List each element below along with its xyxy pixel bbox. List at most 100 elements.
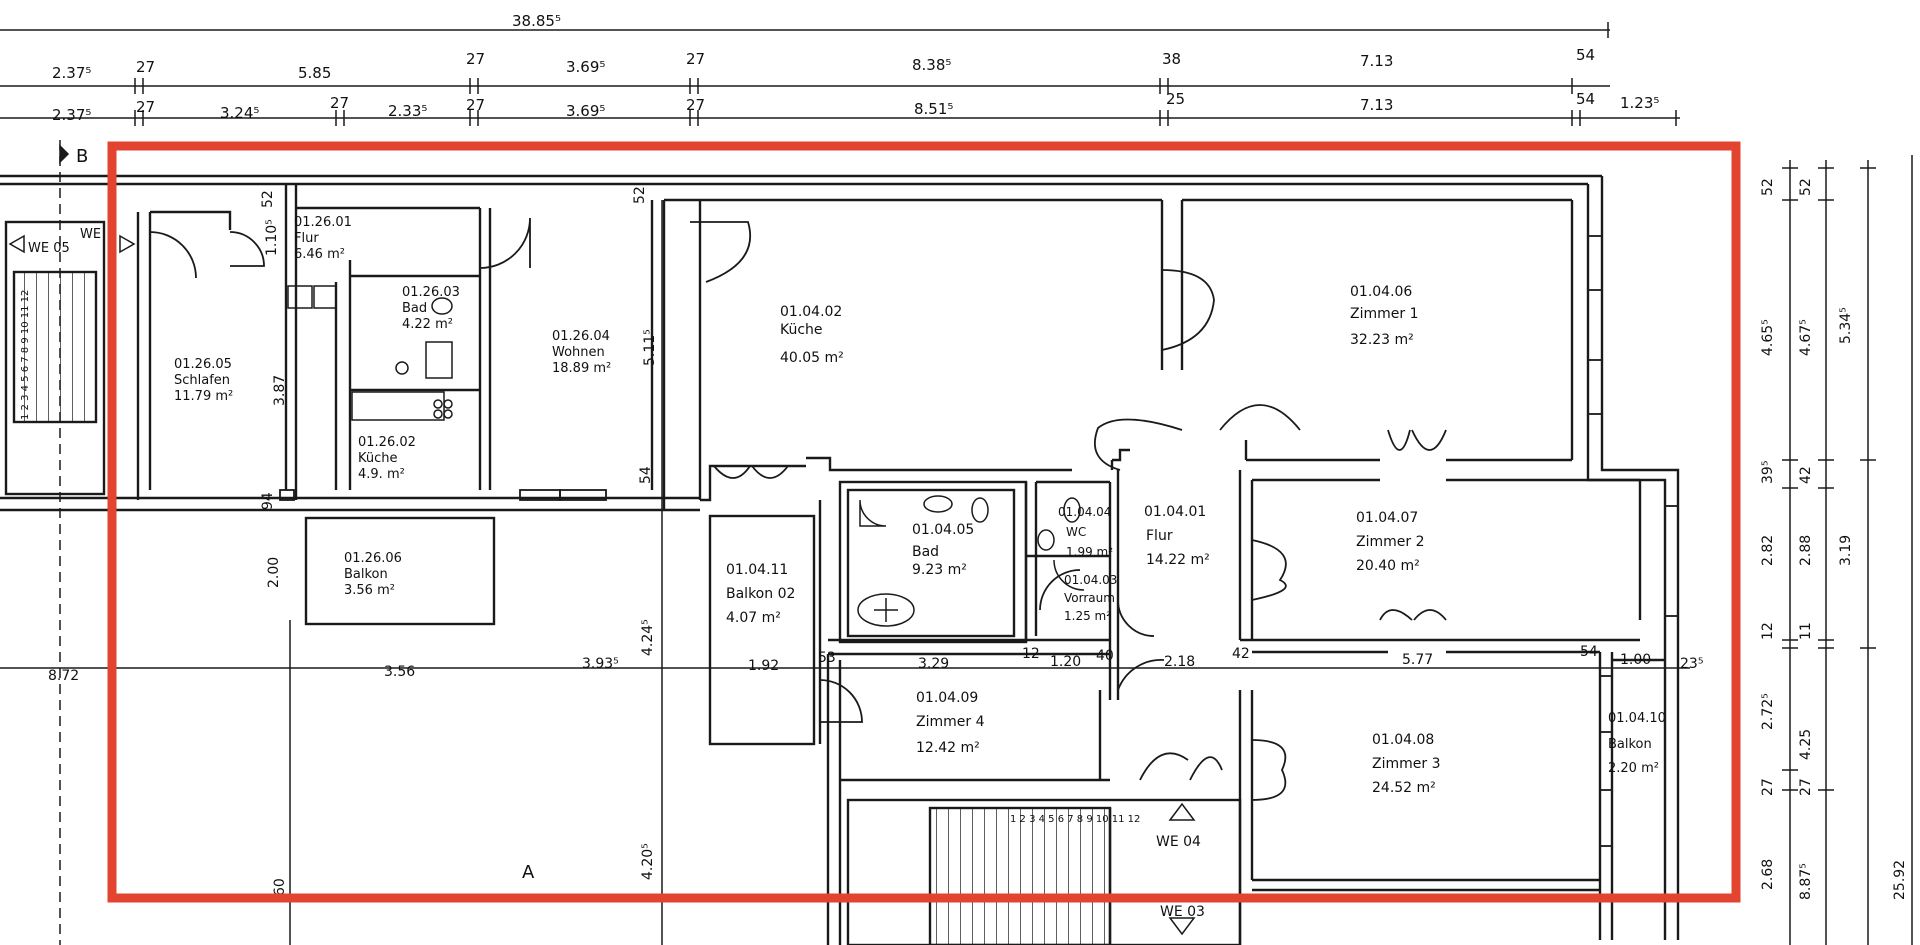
dim-top-2-4: 2.33⁵	[388, 102, 427, 120]
dim-int-12: 1.92	[748, 658, 779, 674]
room-name: Wohnen	[552, 345, 605, 360]
room-area: 11.79 m²	[174, 389, 233, 404]
room-area: 20.40 m²	[1356, 558, 1420, 574]
dim-int-17: 40	[1096, 648, 1114, 664]
room-name: Zimmer 3	[1372, 756, 1440, 772]
room-name: Bad	[912, 544, 939, 560]
room-area: 4.9. m²	[358, 467, 405, 482]
room-id: 01.04.11	[726, 562, 788, 578]
bathroom-fixtures	[287, 285, 1085, 627]
room-name: Zimmer 4	[916, 714, 985, 730]
dim-top-2-1: 27	[136, 98, 155, 116]
room-bad-0126: 01.26.03 Bad 4.22 m²	[402, 285, 460, 332]
dim-top-2-9: 25	[1166, 90, 1185, 108]
dim-top-2-0: 2.37⁵	[52, 106, 91, 124]
dim-top-2-10: 7.13	[1360, 96, 1393, 114]
dim-int-10: 3.93⁵	[582, 656, 619, 672]
dim-int-4: 54	[638, 466, 654, 484]
dim-right-1-1: 4.65⁵	[1760, 319, 1776, 356]
dim-int-19: 42	[1232, 646, 1250, 662]
dim-top-2-12: 1.23⁵	[1620, 94, 1659, 112]
room-id: 01.26.01	[294, 215, 352, 230]
room-zimmer3: 01.04.08 Zimmer 3 24.52 m²	[1372, 732, 1440, 796]
dim-int-15: 12	[1022, 646, 1040, 662]
unit-label-we04: WE 04	[1156, 834, 1201, 850]
room-area: 4.07 m²	[726, 610, 781, 626]
dim-right-2-4: 11	[1798, 622, 1814, 640]
room-kueche-0104: 01.04.02 Küche 40.05 m²	[780, 304, 844, 366]
dim-right-3-0: 5.34⁵	[1838, 307, 1854, 344]
room-id: 01.26.02	[358, 435, 416, 450]
dim-overall: 38.85⁵	[512, 12, 561, 30]
dim-int-20: 5.77	[1402, 652, 1433, 668]
dim-top-1-8: 7.13	[1360, 52, 1393, 70]
section-marker-a: A	[522, 862, 535, 883]
room-id: 01.04.06	[1350, 284, 1412, 300]
room-id: 01.04.09	[916, 690, 978, 706]
room-area: 40.05 m²	[780, 350, 844, 366]
room-id: 01.26.06	[344, 551, 402, 566]
section-marker-b: B	[76, 146, 88, 167]
dim-top-2-5: 27	[466, 96, 485, 114]
unit-label-we03: WE 03	[1160, 904, 1205, 920]
dim-right-2-3: 2.88	[1798, 535, 1814, 566]
room-name: Küche	[358, 451, 398, 466]
dim-int-8: 8.72	[48, 668, 79, 684]
dim-top-2-3: 27	[330, 94, 349, 112]
room-name: Zimmer 2	[1356, 534, 1424, 550]
dim-right-2-5: 4.25	[1798, 729, 1814, 760]
room-flur-0126: 01.26.01 Flur 6.46 m²	[294, 215, 352, 262]
dim-right-1-3: 2.82	[1760, 535, 1776, 566]
room-name: Balkon 02	[726, 586, 795, 602]
dim-right-2-7: 8.87⁵	[1798, 863, 1814, 900]
dim-int-22: 1.00	[1620, 652, 1651, 668]
dim-int-1: 1.10⁵	[264, 219, 280, 256]
room-name: Zimmer 1	[1350, 306, 1418, 322]
room-area: 1.25 m²	[1064, 609, 1111, 623]
room-wc: 01.04.04 WC 1.99 m²	[1058, 505, 1113, 559]
dim-int-6: 94	[260, 492, 276, 510]
highlight-frame	[107, 141, 1741, 903]
dim-right-1-4: 12	[1760, 622, 1776, 640]
dim-int-11: 4.24⁵	[640, 619, 656, 656]
room-id: 01.04.03	[1064, 573, 1117, 587]
room-vorraum: 01.04.03 Vorraum 1.25 m²	[1064, 573, 1117, 623]
dim-right-2-0: 52	[1798, 178, 1814, 196]
room-id: 01.26.04	[552, 329, 610, 344]
dim-int-24: 60	[272, 878, 288, 896]
dim-top-2-8: 8.51⁵	[914, 100, 953, 118]
room-zimmer1: 01.04.06 Zimmer 1 32.23 m²	[1350, 284, 1418, 348]
dim-int-16: 1.20	[1050, 654, 1081, 670]
dim-int-14: 3.29	[918, 656, 949, 672]
dim-top-1-4: 3.69⁵	[566, 58, 605, 76]
room-area: 9.23 m²	[912, 562, 967, 578]
room-area: 3.56 m²	[344, 583, 395, 598]
room-flur-0104: 01.04.01 Flur 14.22 m²	[1144, 504, 1210, 568]
room-id: 01.04.02	[780, 304, 842, 320]
room-name: Balkon	[344, 567, 388, 582]
room-name: Küche	[780, 322, 823, 338]
room-area: 12.42 m²	[916, 740, 980, 756]
dim-top-1-0: 2.37⁵	[52, 64, 91, 82]
room-id: 01.04.05	[912, 522, 974, 538]
dim-top-1-1: 27	[136, 58, 155, 76]
dim-right-1-7: 2.68	[1760, 859, 1776, 890]
room-area: 2.20 m²	[1608, 761, 1659, 776]
room-id: 01.26.05	[174, 357, 232, 372]
room-balkon-0104: 01.04.10 Balkon 2.20 m²	[1608, 711, 1666, 776]
room-name: Bad	[402, 301, 427, 316]
room-area: 18.89 m²	[552, 361, 611, 376]
room-name: Balkon	[1608, 737, 1652, 752]
stair-numbers-main: 1 2 3 4 5 6 7 8 9 10 11 12	[1010, 814, 1140, 825]
room-area: 24.52 m²	[1372, 780, 1436, 796]
stair-numbers-left: 1 2 3 4 5 6 7 8 9 10 11 12	[20, 290, 31, 420]
dim-top-2-2: 3.24⁵	[220, 104, 259, 122]
dim-int-13: 53	[818, 650, 836, 666]
dim-top-1-2: 5.85	[298, 64, 331, 82]
dim-right-1-6: 27	[1760, 778, 1776, 796]
room-labels: 01.26.01 Flur 6.46 m² 01.26.03 Bad 4.22 …	[174, 215, 1666, 796]
room-area: 14.22 m²	[1146, 552, 1210, 568]
doors-and-windows	[149, 217, 1679, 847]
dim-top-2-7: 27	[686, 96, 705, 114]
room-area: 1.99 m²	[1066, 545, 1113, 559]
